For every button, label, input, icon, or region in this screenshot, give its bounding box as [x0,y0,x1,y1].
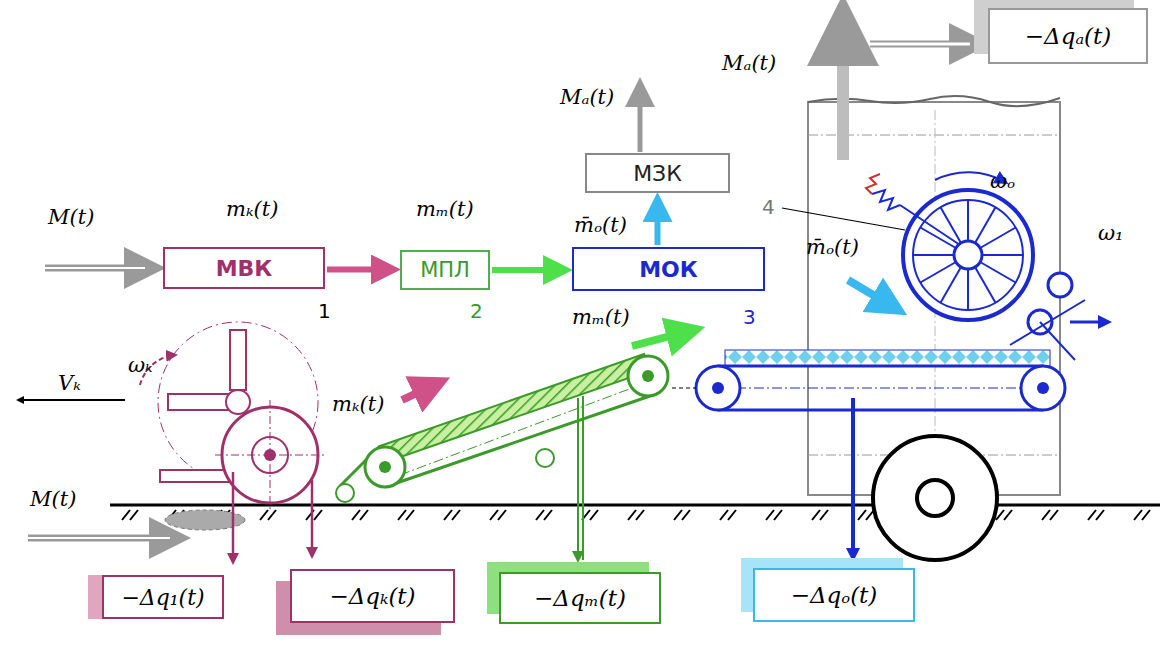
box-label: МВК [216,256,273,281]
box-label: −Δqₖ(t) [329,583,415,609]
signal-label: M(t) [30,488,76,511]
loss-box: −Δqₐ(t) [988,8,1148,64]
signal-label: ωₒ [990,170,1015,193]
signal-label: mₘ(t) [572,306,630,329]
signal-label: ω₁ [1098,222,1124,245]
callout-number: 4 [762,196,775,218]
flow-arrow [655,207,661,245]
box-label: −Δq₁(t) [121,585,204,610]
box-label: МОК [639,257,698,282]
box-label: −Δqₘ(t) [534,585,626,611]
flow-arrow [327,267,386,273]
model-box: МОК [572,247,765,291]
signal-label: mₖ(t) [332,393,384,416]
signal-label: M(t) [48,206,94,229]
model-box: МВК [163,247,325,289]
loss-box: −Δqₖ(t) [290,569,455,623]
box-label: МПЛ [420,258,470,282]
callout-number: 2 [470,300,483,322]
box-label: −Δqₐ(t) [1025,23,1111,49]
model-box: МЗК [585,153,730,193]
signal-label: mₖ(t) [226,198,278,221]
box-label: −Δqₒ(t) [791,582,878,608]
model-box: МПЛ [400,250,490,290]
signal-label: Vₖ [58,372,81,395]
loss-box: −Δqₘ(t) [499,572,661,624]
loss-box: −Δqₒ(t) [753,568,915,622]
signal-label: mₘ(t) [416,198,474,221]
callout-number: 1 [318,300,331,322]
signal-label: Mₐ(t) [560,86,614,109]
callout-number: 3 [743,306,756,328]
flow-arrow [492,267,558,273]
box-label: МЗК [633,161,682,186]
signal-label: m̄ₒ(t) [806,236,859,259]
loss-box: −Δq₁(t) [102,575,224,619]
signal-label: m̄ₒ(t) [574,214,627,237]
signal-label: ωₖ [128,354,153,377]
signal-label: Mₐ(t) [722,52,776,75]
